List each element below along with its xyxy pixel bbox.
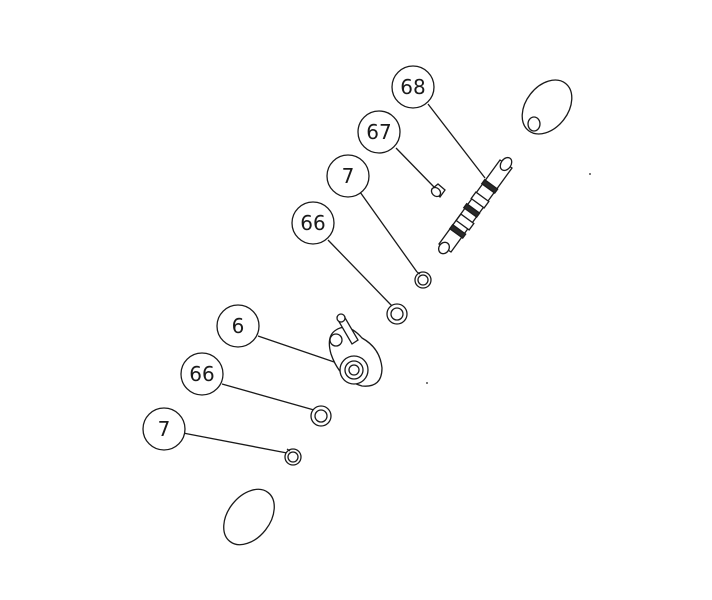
callout-7-lower-label: 7 (158, 417, 171, 441)
pin-part-67 (430, 183, 446, 199)
lever-cam-part-6 (328, 313, 383, 387)
stray-dot-center (426, 382, 428, 384)
lower-end-cap (223, 488, 275, 546)
callout-66-lower: 66 (180, 352, 224, 396)
leader-66-lower (221, 383, 315, 411)
leader-7-lower (182, 432, 288, 454)
callout-66-upper-label: 66 (300, 211, 325, 235)
callout-7-upper-label: 7 (342, 164, 355, 188)
leader-7-upper (359, 191, 418, 273)
callout-67: 67 (357, 110, 401, 154)
leader-6 (257, 335, 341, 365)
callout-6: 6 (216, 304, 260, 348)
leader-66-upper (327, 239, 393, 307)
callout-7-lower: 7 (142, 407, 186, 451)
callout-67-label: 67 (366, 120, 391, 144)
callout-66-lower-label: 66 (189, 362, 214, 386)
shaft-part-68 (438, 156, 513, 255)
callout-68: 68 (391, 65, 435, 109)
washer-upper (386, 303, 408, 325)
leader-67 (395, 147, 435, 188)
stray-dot-right (589, 173, 591, 175)
callout-6-label: 6 (232, 314, 245, 338)
retaining-clip-lower (284, 448, 302, 466)
callout-66-upper: 66 (291, 201, 335, 245)
upper-end-cap (521, 79, 573, 135)
callout-68-label: 68 (400, 75, 425, 99)
leader-68 (427, 103, 486, 179)
callout-7-upper: 7 (326, 154, 370, 198)
retaining-clip-upper (414, 271, 432, 289)
washer-lower (310, 405, 332, 427)
